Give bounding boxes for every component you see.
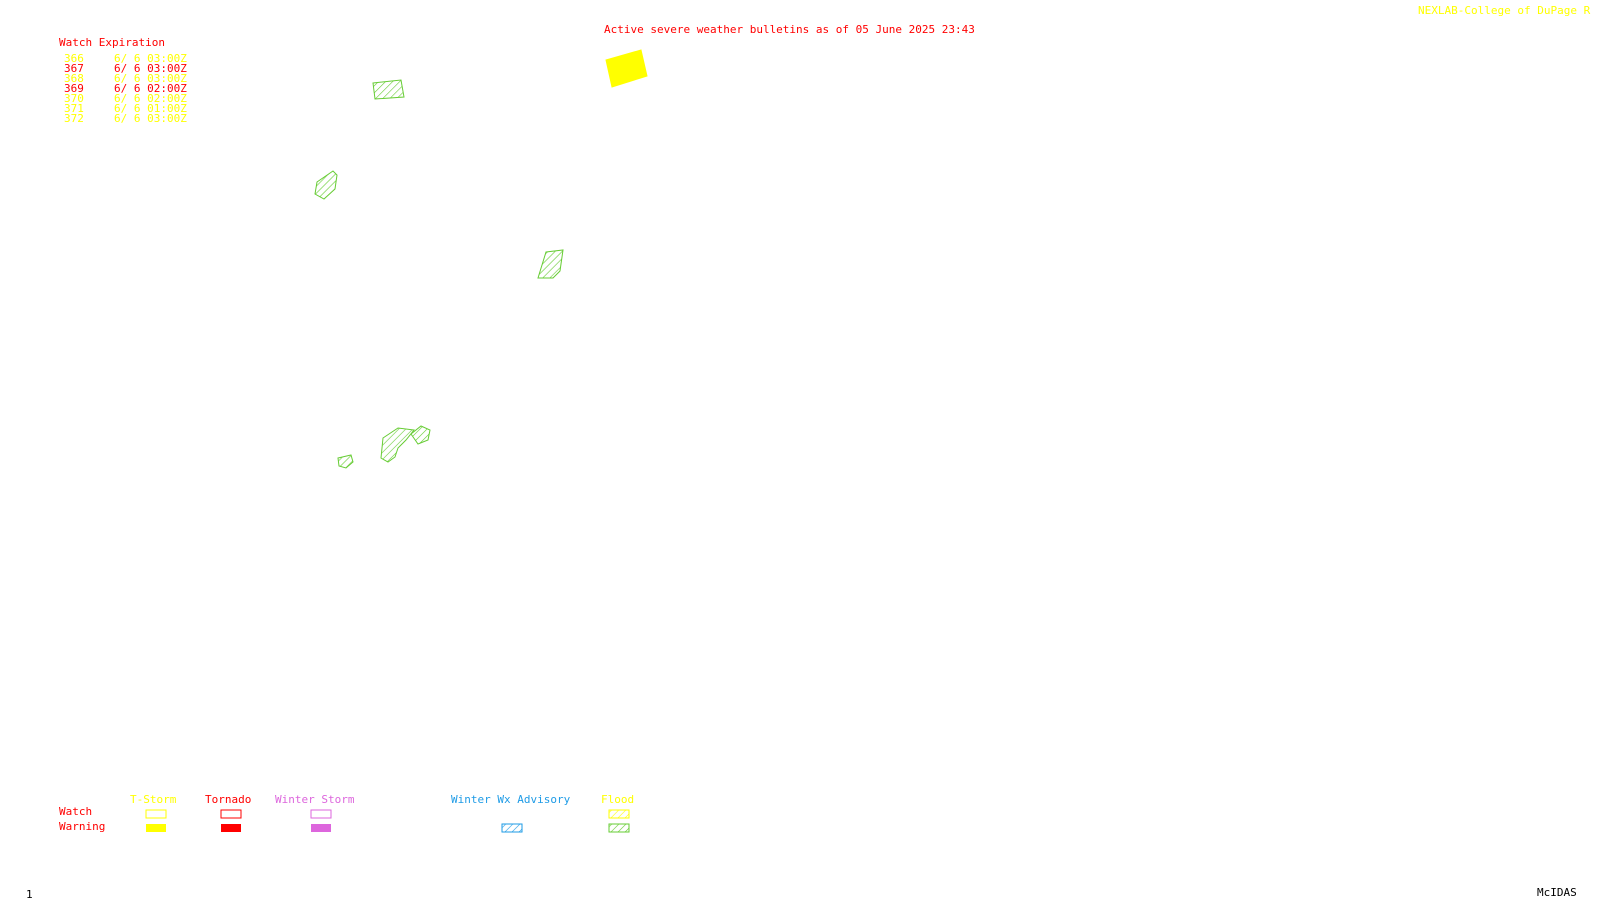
watch-id: 368	[64, 72, 84, 85]
software-label: McIDAS	[1537, 886, 1577, 899]
watch-row: 366 6/ 6 03:00Z	[64, 52, 187, 65]
watch-expires: 6/ 6 02:00Z	[114, 92, 187, 105]
watch-id: 366	[64, 52, 84, 65]
watch-row: 370 6/ 6 02:00Z	[64, 92, 187, 105]
legend-tstorm-warning-swatch	[146, 824, 166, 832]
tstorm-warning-area	[605, 49, 648, 88]
flood-warning-area	[537, 249, 564, 279]
legend-flood-warning-swatch	[608, 823, 630, 833]
watch-id: 367	[64, 62, 84, 75]
watch-expires: 6/ 6 02:00Z	[114, 82, 187, 95]
watch-expires: 6/ 6 03:00Z	[114, 112, 187, 125]
watch-id: 372	[64, 112, 84, 125]
legend-winter-advisory-label: Winter Wx Advisory	[451, 793, 571, 806]
legend-tornado-warning-swatch	[221, 824, 241, 832]
watch-row: 372 6/ 6 03:00Z	[64, 112, 187, 125]
watch-expires: 6/ 6 03:00Z	[114, 62, 187, 75]
watch-row: 367 6/ 6 03:00Z	[64, 62, 187, 75]
bulletin-title: Active severe weather bulletins as of 05…	[604, 23, 975, 36]
watch-id: 369	[64, 82, 84, 95]
flood-warning-area	[380, 427, 415, 463]
legend-tornado-label: Tornado	[205, 793, 252, 806]
legend-winter-advisory-swatch	[501, 823, 523, 833]
legend-tornado-watch-swatch	[220, 809, 242, 819]
watch-row: 368 6/ 6 03:00Z	[64, 72, 187, 85]
watch-expires: 6/ 6 03:00Z	[114, 72, 187, 85]
legend-watch-row-label: Watch	[59, 805, 93, 818]
flood-warning-area	[372, 79, 405, 100]
frame-number: 1	[26, 888, 33, 901]
flood-warning-area	[410, 425, 431, 445]
watch-id: 370	[64, 92, 84, 105]
credit-label: NEXLAB-College of DuPage R	[1418, 4, 1591, 17]
legend-flood-label: Flood	[601, 793, 635, 806]
legend-winter-storm-watch-swatch	[310, 809, 332, 819]
legend-tstorm-watch-swatch	[145, 809, 167, 819]
flood-warning-area	[337, 454, 354, 469]
legend-tstorm-label: T-Storm	[130, 793, 177, 806]
legend-warning-row-label: Warning	[59, 820, 106, 833]
legend-flood-watch-swatch	[608, 809, 630, 819]
watch-expiration-title: Watch Expiration	[59, 36, 165, 49]
legend-winter-storm-label: Winter Storm	[275, 793, 355, 806]
watch-id: 371	[64, 102, 84, 115]
watch-expires: 6/ 6 01:00Z	[114, 102, 187, 115]
watch-expires: 6/ 6 03:00Z	[114, 52, 187, 65]
watch-row: 371 6/ 6 01:00Z	[64, 102, 187, 115]
legend-winter-storm-warning-swatch	[311, 824, 331, 832]
watch-row: 369 6/ 6 02:00Z	[64, 82, 187, 95]
flood-warning-area	[314, 170, 338, 200]
